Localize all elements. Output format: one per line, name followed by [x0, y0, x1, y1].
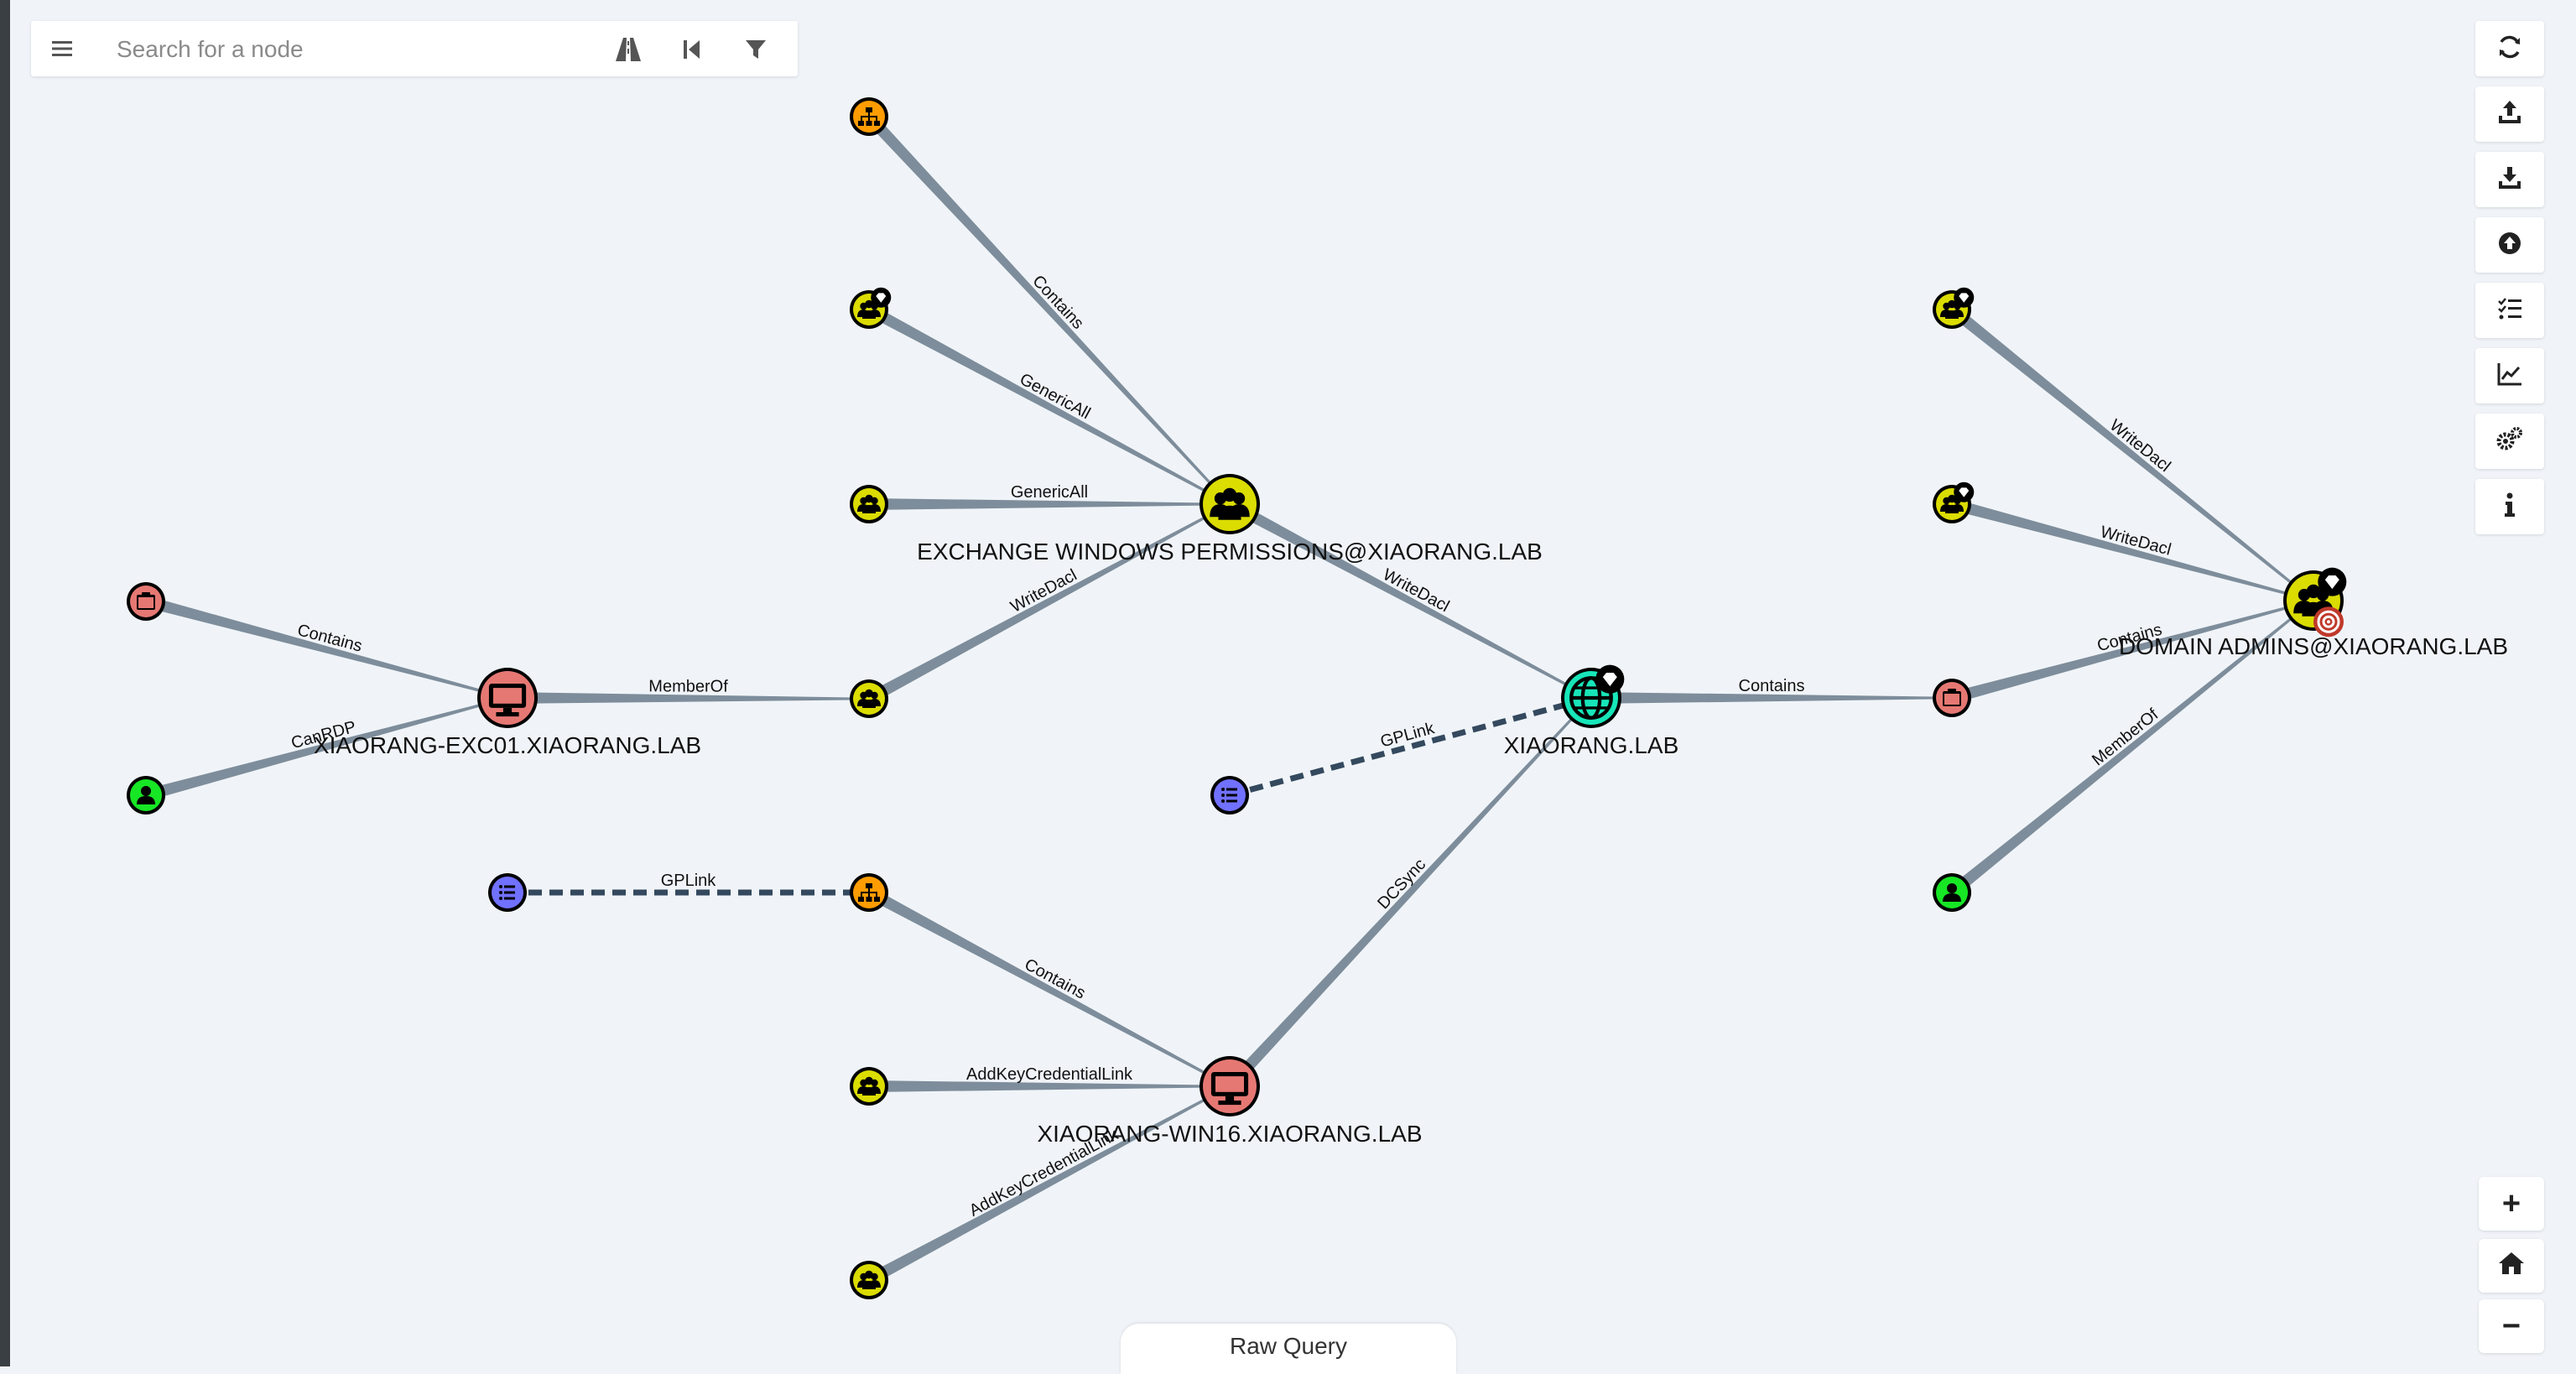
node-group[interactable]	[2283, 567, 2347, 638]
node-label: XIAORANG.LAB	[1504, 732, 1679, 758]
edge-label: Contains	[1739, 677, 1805, 695]
edge-label: GPLink	[1378, 719, 1437, 752]
edge-addkeycredentiallink[interactable]	[866, 1085, 1231, 1286]
edge-contains[interactable]	[866, 887, 1231, 1088]
node-user[interactable]	[1933, 873, 1971, 912]
node-group[interactable]	[850, 1067, 888, 1106]
node-label: EXCHANGE WINDOWS PERMISSIONS@XIAORANG.LA…	[917, 539, 1543, 565]
edge-label: GPLink	[661, 872, 717, 890]
road-icon[interactable]	[615, 36, 642, 63]
node-computer[interactable]	[1200, 1056, 1260, 1116]
edge-memberof[interactable]	[507, 692, 870, 704]
hamburger-menu-icon[interactable]	[49, 36, 75, 61]
node-group[interactable]	[1933, 481, 1975, 523]
edge-contains[interactable]	[144, 596, 508, 700]
export-icon	[2496, 99, 2523, 130]
edge-genericall[interactable]	[869, 498, 1230, 510]
container-icon	[1943, 689, 1961, 706]
node-label: XIAORANG-WIN16.XIAORANG.LAB	[1038, 1121, 1423, 1147]
step-backward-icon[interactable]	[679, 36, 705, 63]
edge-contains[interactable]	[1591, 692, 1952, 704]
refresh-button[interactable]	[2475, 21, 2544, 76]
edge-writedacl[interactable]	[866, 502, 1231, 705]
edge-canrdp[interactable]	[144, 696, 508, 801]
high-value-diamond-icon	[1595, 664, 1625, 694]
filter-icon[interactable]	[742, 36, 769, 63]
chart-icon	[2496, 361, 2523, 392]
zoom-out-label: −	[2501, 1308, 2521, 1344]
edge-label: MemberOf	[2089, 705, 2162, 770]
task-list-icon	[2496, 295, 2523, 326]
edge-contains[interactable]	[1950, 599, 2314, 704]
info-icon	[2504, 492, 2516, 522]
owned-target-icon	[2313, 606, 2344, 638]
node-group[interactable]	[1933, 287, 1975, 329]
edge-writedacl[interactable]	[1226, 498, 1592, 700]
zoom-in-button[interactable]: +	[2479, 1177, 2544, 1231]
node-group[interactable]	[850, 287, 892, 329]
node-group[interactable]	[850, 679, 888, 718]
edge-writedacl[interactable]	[1950, 498, 2314, 602]
raw-query-button[interactable]: Raw Query	[1121, 1324, 1456, 1374]
search-input[interactable]	[115, 31, 588, 68]
node-group[interactable]	[1200, 474, 1260, 534]
node-gpo[interactable]	[1210, 776, 1249, 815]
high-value-diamond-icon	[1954, 481, 1975, 502]
node-user[interactable]	[127, 776, 165, 815]
export-graph-button[interactable]	[2475, 86, 2544, 142]
cogs-icon	[2495, 426, 2524, 457]
node-gpo[interactable]	[488, 873, 527, 912]
high-value-diamond-icon	[2318, 567, 2347, 596]
zoom-reset-button[interactable]	[2479, 1239, 2544, 1293]
node-ou[interactable]	[850, 97, 888, 136]
upload-data-button[interactable]	[2475, 217, 2544, 273]
upload-icon	[2496, 230, 2523, 261]
home-icon	[2497, 1248, 2526, 1284]
zoom-out-button[interactable]: −	[2479, 1299, 2544, 1353]
change-layout-button[interactable]	[2475, 283, 2544, 338]
edge-label: MemberOf	[648, 677, 728, 695]
edge-memberof[interactable]	[1948, 600, 2314, 898]
node-container[interactable]	[1933, 679, 1971, 717]
refresh-icon	[2496, 34, 2523, 65]
import-icon	[2496, 164, 2523, 195]
left-edge-strip	[0, 0, 10, 1366]
container-icon	[137, 592, 155, 610]
zoom-in-label: +	[2501, 1185, 2521, 1221]
edge-contains[interactable]	[864, 112, 1231, 505]
database-info-button[interactable]	[2475, 348, 2544, 403]
search-bar	[31, 21, 798, 76]
node-label: DOMAIN ADMINS@XIAORANG.LAB	[2119, 633, 2508, 659]
import-graph-button[interactable]	[2475, 152, 2544, 207]
node-group[interactable]	[850, 485, 888, 523]
edge-dcsync[interactable]	[1225, 697, 1592, 1090]
edge-label: GenericAll	[1011, 483, 1088, 502]
node-label: XIAORANG-EXC01.XIAORANG.LAB	[314, 732, 701, 758]
node-domain[interactable]	[1561, 664, 1625, 728]
edge-writedacl[interactable]	[1948, 304, 2314, 601]
edge-label: AddKeyCredentialLink	[966, 1065, 1133, 1084]
gpo-icon	[1221, 788, 1237, 803]
node-computer[interactable]	[477, 668, 538, 728]
node-container[interactable]	[127, 582, 165, 621]
settings-button[interactable]	[2475, 414, 2544, 469]
gpo-icon	[499, 885, 515, 900]
node-ou[interactable]	[850, 873, 888, 912]
edge-genericall[interactable]	[866, 304, 1231, 506]
high-value-diamond-icon	[1954, 287, 1975, 308]
about-button[interactable]	[2475, 479, 2544, 534]
node-group[interactable]	[850, 1261, 888, 1299]
edge-addkeycredentiallink[interactable]	[869, 1080, 1230, 1092]
high-value-diamond-icon	[871, 287, 892, 308]
